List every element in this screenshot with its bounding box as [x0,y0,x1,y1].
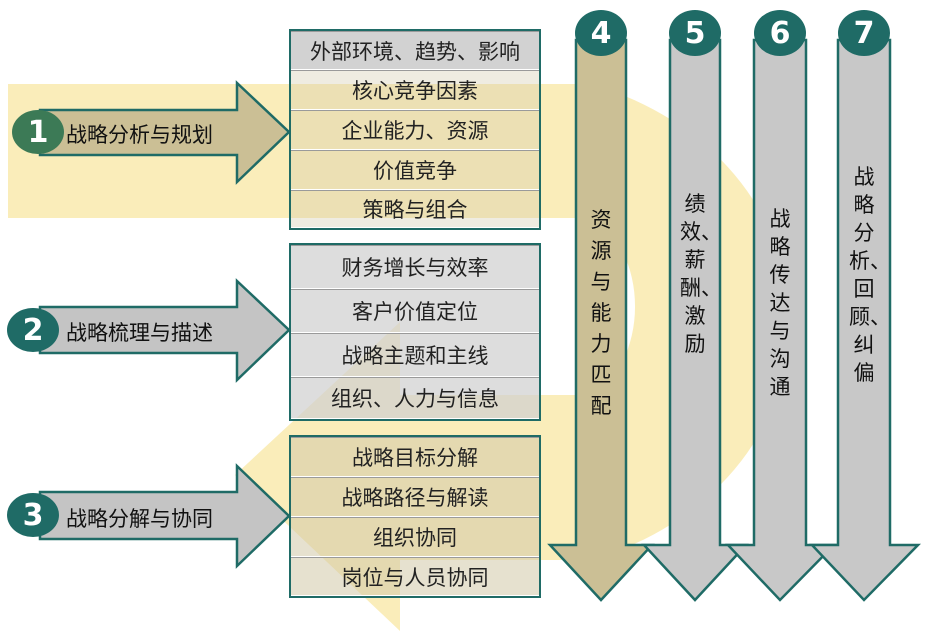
column-5-number: 5 [684,15,706,51]
badge-1-shape [12,110,64,154]
column-arrow-6 [725,38,837,602]
stage-2-label: 战略梳理与描述 [66,321,213,345]
stage-arrow-3 [38,463,291,569]
stage-2-item: 战略主题和主线 [291,333,539,377]
stage-1-number: 1 [27,114,49,150]
stage-1-item: 外部环境、趋势、影响 [291,31,539,70]
stage-arrow-2 [38,278,291,383]
badge-2-shape [7,308,59,352]
badge-3-shape [7,493,59,537]
stage-2-item: 组织、人力与信息 [291,377,539,419]
stage-1-item: 价值竞争 [291,150,539,190]
stage-2-item: 财务增长与效率 [291,245,539,289]
column-arrow-4 [547,38,655,602]
column-4-number: 4 [590,15,612,51]
stage-2-number: 2 [22,312,44,348]
stage-3-label: 战略分解与协同 [66,507,213,531]
badge-7-shape [838,10,890,56]
stage-3-item: 组织协同 [291,517,539,557]
column-5-label: 绩效、薪酬、激励 [680,192,722,356]
badge-4-shape [575,10,627,56]
stage-3-box-group: 战略目标分解 战略路径与解读 组织协同 岗位与人员协同 [289,435,541,598]
stage-2-item: 客户价值定位 [291,289,539,333]
stage-1-item: 企业能力、资源 [291,110,539,150]
stage-3-item: 战略路径与解读 [291,477,539,517]
column-arrow-7 [809,38,921,602]
badge-6-shape [754,10,806,56]
column-7-number: 7 [853,15,875,51]
column-6-label: 战略传达与沟通 [769,207,791,399]
stage-2-box-group: 财务增长与效率 客户价值定位 战略主题和主线 组织、人力与信息 [289,243,541,421]
stage-3-number: 3 [22,497,44,533]
stage-arrow-1 [38,80,291,185]
stage-3-item: 岗位与人员协同 [291,557,539,596]
column-arrow-5 [641,38,749,602]
stage-1-label: 战略分析与规划 [66,123,213,147]
column-6-number: 6 [769,15,791,51]
column-4-label: 资源与能力匹配 [590,208,612,418]
column-7-label: 战略分析、回顾、纠偏 [849,165,891,385]
stage-1-item: 策略与组合 [291,190,539,228]
badge-5-shape [669,10,721,56]
stage-1-item: 核心竞争因素 [291,70,539,110]
stage-3-item: 战略目标分解 [291,437,539,477]
stage-1-box-group: 外部环境、趋势、影响 核心竞争因素 企业能力、资源 价值竞争 策略与组合 [289,29,541,230]
